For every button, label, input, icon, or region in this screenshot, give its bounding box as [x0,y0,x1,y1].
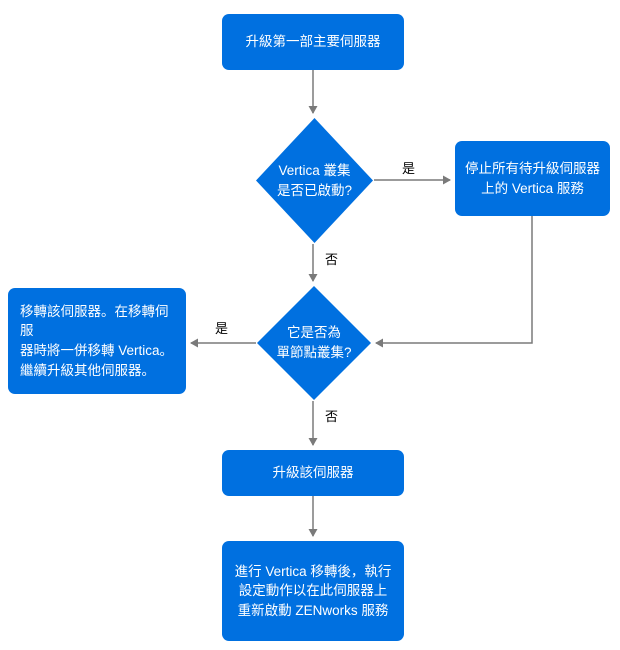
edge-label-yes-decision1: 是 [402,161,416,176]
node-label: Vertica 叢集 是否已啟動? [276,162,352,198]
node-label: 停止所有待升級伺服器 上的 Vertica 服務 [465,160,600,196]
node-upgrade-server: 升級該伺服器 [222,450,404,496]
node-label: 升級該伺服器 [272,465,354,481]
node-upgrade-first-primary-server: 升級第一部主要伺服器 [222,14,404,70]
node-decision-single-node-cluster: 它是否為 單節點叢集? [257,286,371,400]
node-migrate-server: 移轉該伺服器。在移轉伺服 器時將一併移轉 Vertica。 繼續升級其他伺服器。 [8,288,186,394]
node-stop-vertica-service: 停止所有待升級伺服器 上的 Vertica 服務 [455,141,610,216]
edge-label-yes-decision2: 是 [215,321,229,336]
edge-stop-decision2 [375,216,533,348]
edge-label-no-decision2: 否 [325,409,339,424]
node-restart-zenworks-service: 進行 Vertica 移轉後，執行 設定動作以在此伺服器上 重新啟動 ZENwo… [222,541,404,641]
node-label: 它是否為 單節點叢集? [276,325,352,360]
node-label: 移轉該伺服器。在移轉伺服 器時將一併移轉 Vertica。 繼續升級其他伺服器。 [20,303,174,378]
node-decision-vertica-cluster-started: Vertica 叢集 是否已啟動? [256,118,373,243]
node-label: 進行 Vertica 移轉後，執行 設定動作以在此伺服器上 重新啟動 ZENwo… [234,563,392,618]
edge-label-no-decision1: 否 [325,252,339,267]
node-label: 升級第一部主要伺服器 [245,34,381,50]
